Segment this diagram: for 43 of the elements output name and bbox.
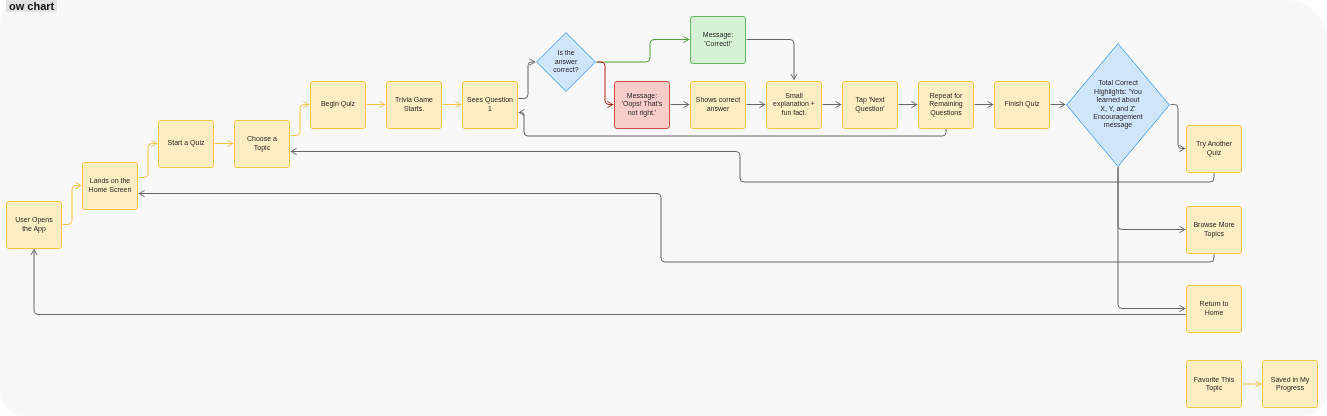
process-box <box>82 161 138 210</box>
arrow <box>214 140 234 147</box>
process-box <box>1262 360 1318 408</box>
arrow <box>290 101 310 136</box>
arrow <box>138 140 158 178</box>
process-box <box>1186 124 1242 173</box>
arrow <box>596 61 614 108</box>
decision-diamond <box>536 32 596 92</box>
decision-diamond <box>1066 42 1170 167</box>
process-box <box>1186 284 1242 333</box>
arrow <box>518 58 536 99</box>
arrow <box>290 148 1215 183</box>
process-box <box>918 80 974 129</box>
arrow <box>898 101 918 108</box>
arrow <box>30 248 1186 315</box>
arrow <box>1242 380 1262 388</box>
arrow <box>974 101 994 108</box>
process-box <box>158 119 214 168</box>
success-message-box <box>690 15 746 64</box>
arrow <box>366 101 386 108</box>
process-box <box>842 80 898 129</box>
process-box <box>462 80 518 129</box>
process-box <box>690 80 746 129</box>
arrow <box>746 39 798 81</box>
arrow <box>442 101 462 108</box>
arrow <box>138 190 1215 263</box>
arrow <box>1050 101 1066 108</box>
process-box <box>1186 205 1242 254</box>
process-box <box>766 80 822 129</box>
process-box <box>310 80 366 129</box>
process-box <box>386 80 442 129</box>
arrow <box>670 101 690 108</box>
process-box <box>1186 360 1242 408</box>
error-message-box <box>614 80 670 129</box>
arrow <box>1117 166 1186 312</box>
arrow <box>1170 104 1186 152</box>
diagram-title: ow chart <box>6 0 58 12</box>
process-box <box>6 200 62 249</box>
process-box <box>234 119 290 168</box>
process-box <box>994 80 1050 129</box>
arrow <box>822 101 842 108</box>
arrow <box>62 182 82 225</box>
arrow <box>746 101 766 108</box>
